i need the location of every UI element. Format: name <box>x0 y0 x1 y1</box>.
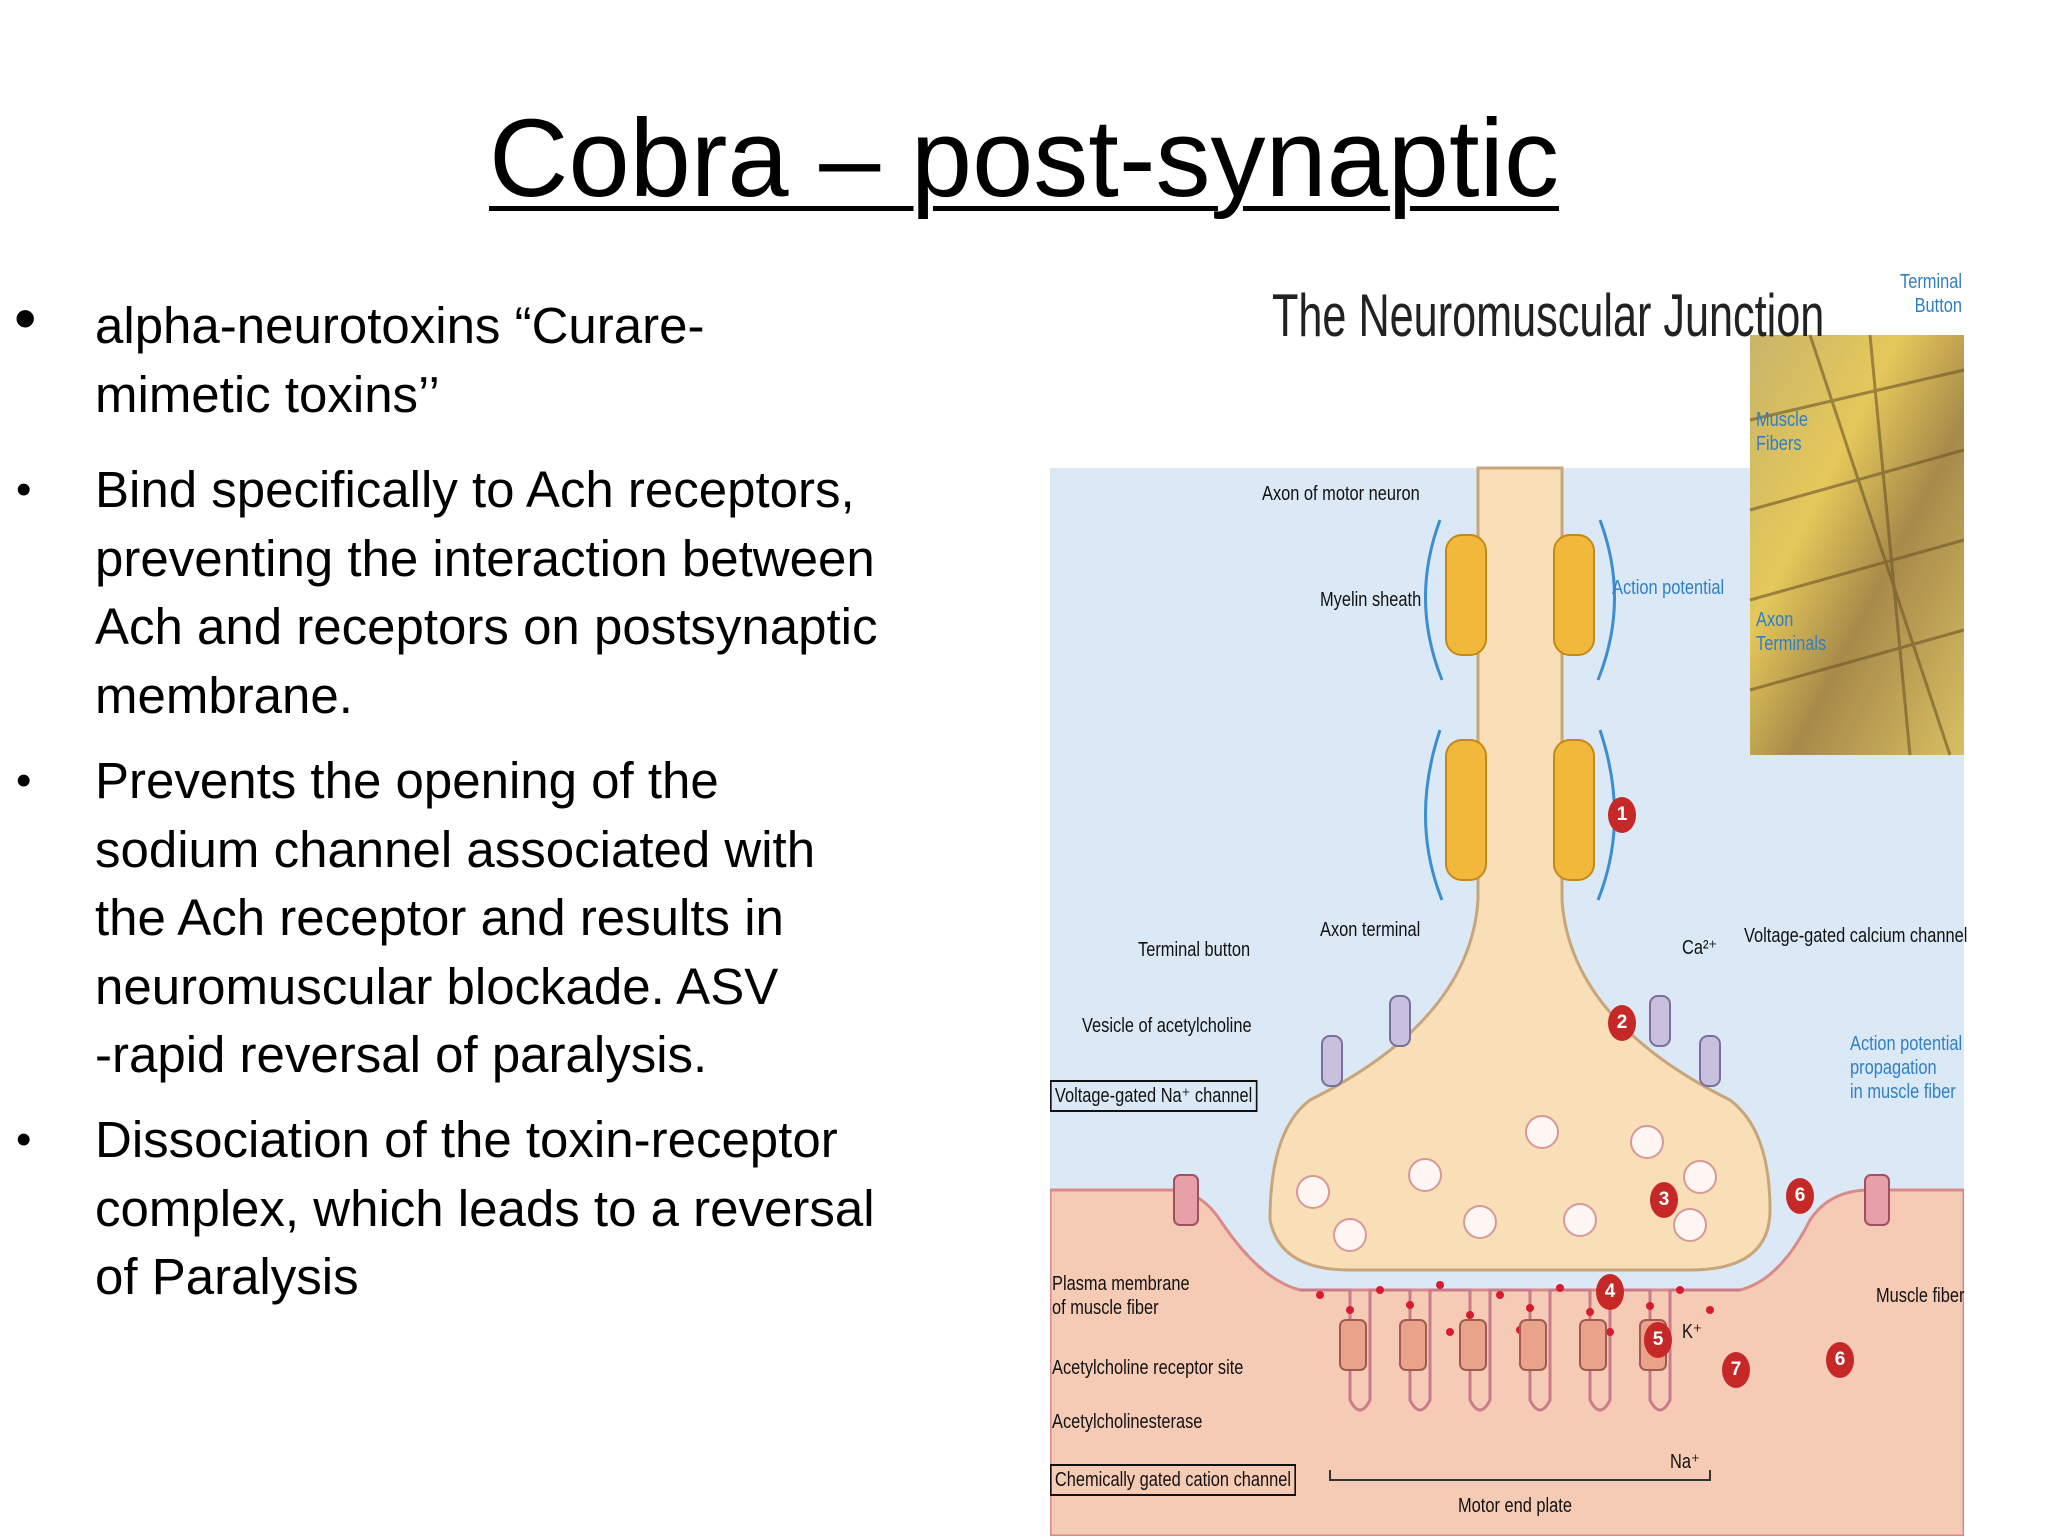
figure-margin <box>1964 260 2048 1536</box>
bullet-dot: • <box>16 465 32 514</box>
label-na: Na⁺ <box>1670 1451 1700 1473</box>
label-plasma-membrane: Plasma membrane of muscle fiber <box>1052 1273 1190 1319</box>
inset-fibers <box>1749 334 1965 756</box>
bullet-dot: • <box>16 756 32 805</box>
nmj-diagram <box>1050 260 2048 1536</box>
myelin-sheath <box>1553 739 1595 881</box>
step-badge: 3 <box>1650 1182 1678 1218</box>
bullet-dot: • <box>14 282 37 354</box>
myelin-sheath <box>1553 534 1595 656</box>
label-action-potential: Action potential <box>1612 577 1725 599</box>
step-badge: 6 <box>1826 1342 1854 1378</box>
label-voltage-ca: Voltage-gated calcium channel <box>1744 925 1968 947</box>
bullet-text: Dissociation of the toxin-receptor compl… <box>95 1111 875 1305</box>
myelin-sheath <box>1445 739 1487 881</box>
action-potential-arrow <box>1596 519 1616 681</box>
label-inset-axon-terminals: Axon Terminals <box>1756 609 1827 655</box>
bullet-text: Bind specifically to Ach receptors, prev… <box>95 461 878 724</box>
step-badge: 1 <box>1608 797 1636 833</box>
neuromuscular-junction-figure: The Neuromuscular Junction Terminal Butt… <box>1050 260 2048 1536</box>
figure-title: The Neuromuscular Junction <box>1272 282 1825 349</box>
label-muscle-fiber: Muscle fiber <box>1876 1285 1965 1307</box>
action-potential-arrow <box>1424 729 1444 901</box>
label-motor-end-plate: Motor end plate <box>1458 1495 1572 1517</box>
voltage-gated-na-channels <box>1173 1174 1890 1226</box>
label-k: K⁺ <box>1682 1321 1702 1343</box>
label-na-channel: Voltage-gated Na⁺ channel <box>1050 1080 1258 1112</box>
axon-terminal-shape <box>1268 466 1772 1272</box>
label-chem-gated: Chemically gated cation channel <box>1050 1464 1296 1496</box>
step-badge: 6 <box>1786 1178 1814 1214</box>
vesicles <box>1296 1115 1717 1252</box>
label-terminal-button: Terminal button <box>1138 939 1251 961</box>
label-ach-receptor-site: Acetylcholine receptor site <box>1052 1357 1244 1379</box>
inset-micrograph <box>1750 335 1964 755</box>
slide-title: Cobra – post-synaptic <box>489 97 1559 220</box>
bullet-dot: • <box>16 1115 32 1164</box>
label-ca: Ca²⁺ <box>1682 937 1718 959</box>
label-vesicle: Vesicle of acetylcholine <box>1082 1015 1252 1037</box>
bullet-text: Prevents the opening of the sodium chann… <box>95 752 816 1083</box>
label-axon-terminal: Axon terminal <box>1320 919 1421 941</box>
myelin-sheath <box>1445 534 1487 656</box>
label-ap-propagation: Action potential propagation in muscle f… <box>1850 1033 1963 1103</box>
voltage-gated-ca-channels <box>1321 995 1721 1087</box>
label-myelin: Myelin sheath <box>1320 589 1422 611</box>
step-badge: 2 <box>1608 1005 1636 1041</box>
bullet-text: alpha-neurotoxins “Curare- mimetic toxin… <box>95 297 705 423</box>
label-axon: Axon of motor neuron <box>1262 483 1420 505</box>
step-badge: 4 <box>1596 1274 1624 1310</box>
label-acetylcholinesterase: Acetylcholinesterase <box>1052 1411 1203 1433</box>
label-inset-muscle-fibers: Muscle Fibers <box>1756 409 1808 455</box>
label-inset-terminal-button: Terminal Button <box>1900 271 1962 317</box>
action-potential-arrow <box>1424 519 1444 681</box>
motor-end-plate-bracket <box>1329 1470 1711 1481</box>
muscle-fiber-region <box>1050 1188 1966 1536</box>
step-badge: 5 <box>1644 1322 1672 1358</box>
step-badge: 7 <box>1722 1352 1750 1388</box>
